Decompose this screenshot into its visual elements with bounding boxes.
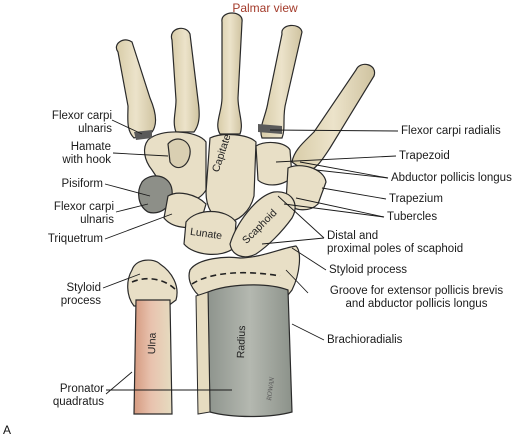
metacarpals	[115, 12, 376, 173]
radius-shaft-edge	[195, 291, 211, 415]
radius-label: Radius	[235, 325, 249, 359]
fcr-mark	[258, 124, 282, 134]
label-triquetrum: Triquetrum	[47, 233, 103, 245]
metacarpal-5	[115, 39, 157, 139]
label-scaphoid-poles: Distal and proximal poles of scaphoid	[327, 230, 464, 255]
panel-letter: A	[3, 423, 12, 437]
label-hamate: Hamate with hook	[62, 141, 111, 166]
radius-shaft	[207, 284, 293, 418]
label-brachioradialis: Brachioradialis	[327, 334, 403, 346]
metacarpal-3	[217, 12, 243, 135]
radius-group	[188, 245, 301, 418]
label-trapezium: Trapezium	[389, 193, 443, 205]
ulna-group	[127, 259, 178, 415]
label-abductor-pollicis-longus: Abductor pollicis longus	[391, 172, 512, 184]
trapezoid-bone	[255, 141, 293, 186]
carpals	[138, 131, 327, 258]
label-flexor-carpi-radialis: Flexor carpi radialis	[401, 125, 501, 137]
label-pronator-quadratus: Pronator quadratus	[52, 383, 104, 408]
diagram-title: Palmar view	[232, 1, 298, 15]
label-trapezoid: Trapezoid	[399, 150, 450, 162]
metacarpal-2	[260, 24, 303, 139]
ulna-label: Ulna	[146, 332, 159, 355]
label-groove: Groove for extensor pollicis brevis and …	[329, 285, 504, 310]
capitate-bone	[205, 133, 257, 223]
label-flexor-carpi-ulnaris-mid: Flexor carpi ulnaris	[53, 201, 114, 226]
leader-lines	[102, 119, 399, 395]
metacarpal-1	[291, 63, 376, 173]
ulna-shaft	[133, 299, 173, 415]
scaphoid-bone	[229, 191, 296, 258]
label-styloid-left: Styloid process	[60, 282, 101, 307]
label-tubercles: Tubercles	[387, 211, 438, 223]
hook-of-hamate	[167, 138, 191, 169]
label-pisiform: Pisiform	[61, 178, 103, 190]
ulna-head	[127, 259, 178, 307]
label-flexor-carpi-ulnaris-top: Flexor carpi ulnaris	[51, 110, 112, 135]
ulna-dashed-line	[131, 277, 177, 291]
label-styloid-right: Styloid process	[329, 264, 407, 276]
metacarpal-4	[170, 27, 200, 133]
